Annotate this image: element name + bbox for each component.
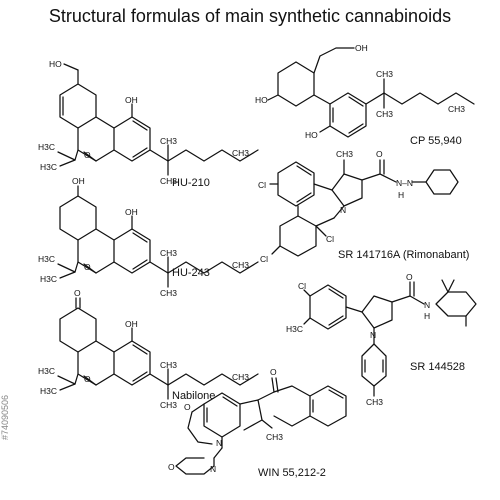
hu243-o: O xyxy=(84,262,91,272)
cp55940-ch3-end: CH3 xyxy=(448,104,465,114)
sr144528-n: N xyxy=(424,300,430,310)
win55212-structure: O N O CH3 N O WIN 55,212-2 xyxy=(168,367,347,479)
cp55940-ch3-b: CH3 xyxy=(376,109,393,119)
win55212-o-ketone: O xyxy=(270,367,277,377)
sr141716a-cl-para: Cl xyxy=(260,254,268,264)
win55212-o-morph: O xyxy=(168,462,175,472)
hu243-name: HU-243 xyxy=(172,267,210,279)
nabilone-structure: O OH H3C H3C O CH3 CH3 CH3 Nabilone xyxy=(38,288,259,410)
cp55940-oh-top: OH xyxy=(355,43,368,53)
cp55940-structure: OH HO HO CH3 CH3 CH3 CP 55,940 xyxy=(255,43,475,147)
hu210-h3c-b: H3C xyxy=(40,162,57,172)
nabilone-h3c-b: H3C xyxy=(40,386,57,396)
sr144528-h: H xyxy=(424,311,430,321)
hu243-ch3-end: CH3 xyxy=(232,260,249,270)
hu210-name: HU-210 xyxy=(172,177,210,189)
sr144528-o: O xyxy=(406,272,413,282)
sr141716a-h: H xyxy=(398,190,404,200)
sr141716a-nh: N–N xyxy=(396,178,413,188)
hu210-ring-a xyxy=(113,116,151,162)
hu243-ch3-a: CH3 xyxy=(160,248,177,258)
hu210-ring-c xyxy=(59,83,97,129)
sr141716a-n: N xyxy=(340,205,346,215)
hu243-h3c-a: H3C xyxy=(38,254,55,264)
sr144528-name: SR 144528 xyxy=(410,361,465,373)
hu210-ch3-end: CH3 xyxy=(232,148,249,158)
hu243-structure: OH OH H3C H3C O CH3 CH3 CH3 HU-243 xyxy=(38,176,259,298)
sr141716a-cl-ortho: Cl xyxy=(326,234,334,244)
hu210-oh-top: HO xyxy=(49,59,62,69)
sr144528-structure: Cl H3C O N H N CH3 SR 144528 xyxy=(286,272,477,407)
sr141716a-structure: Cl CH3 O N–N H N Cl Cl SR 141716A (Rimon… xyxy=(258,149,469,264)
win55212-o: O xyxy=(184,402,191,412)
sr144528-ch3: CH3 xyxy=(366,397,383,407)
hu210-o: O xyxy=(84,150,91,160)
hu210-ring-b xyxy=(77,116,115,162)
nabilone-o-ketone: O xyxy=(74,288,81,298)
win55212-n-indole: N xyxy=(216,438,222,448)
sr141716a-name: SR 141716A (Rimonabant) xyxy=(338,249,469,261)
win55212-n-morph: N xyxy=(210,464,216,474)
sr144528-n-ring: N xyxy=(370,330,376,340)
nabilone-name: Nabilone xyxy=(172,390,215,402)
hu210-oh: OH xyxy=(125,95,138,105)
nabilone-h3c-a: H3C xyxy=(38,366,55,376)
hu210-ch3-b: CH3 xyxy=(160,176,177,186)
hu210-h3c-a: H3C xyxy=(38,142,55,152)
win55212-ch3: CH3 xyxy=(266,432,283,442)
sr141716a-ch3: CH3 xyxy=(336,149,353,159)
hu210-structure: HO OH H3C H3C O CH3 CH3 CH3 HU-210 xyxy=(38,59,259,189)
nabilone-ch3-end: CH3 xyxy=(232,372,249,382)
cp55940-name: CP 55,940 xyxy=(410,135,462,147)
hu243-h3c-b: H3C xyxy=(40,274,57,284)
hu243-oh-top: OH xyxy=(72,176,85,186)
hu210-ch3-a: CH3 xyxy=(160,136,177,146)
cp55940-ho: HO xyxy=(255,95,268,105)
sr141716a-cl-top: Cl xyxy=(258,180,266,190)
nabilone-ch3-b: CH3 xyxy=(160,400,177,410)
page-title: Structural formulas of main synthetic ca… xyxy=(48,6,452,26)
sr144528-cl: Cl xyxy=(298,281,306,291)
watermark-id: #74090506 xyxy=(0,395,10,440)
nabilone-o: O xyxy=(84,374,91,384)
hu243-oh: OH xyxy=(125,207,138,217)
win55212-name: WIN 55,212-2 xyxy=(258,467,326,479)
nabilone-ch3-a: CH3 xyxy=(160,360,177,370)
sr141716a-o: O xyxy=(376,149,383,159)
sr144528-h3c: H3C xyxy=(286,324,303,334)
cp55940-ho-ar: HO xyxy=(305,130,318,140)
hu243-ch3-b: CH3 xyxy=(160,288,177,298)
cp55940-ch3-a: CH3 xyxy=(376,69,393,79)
nabilone-oh: OH xyxy=(125,319,138,329)
